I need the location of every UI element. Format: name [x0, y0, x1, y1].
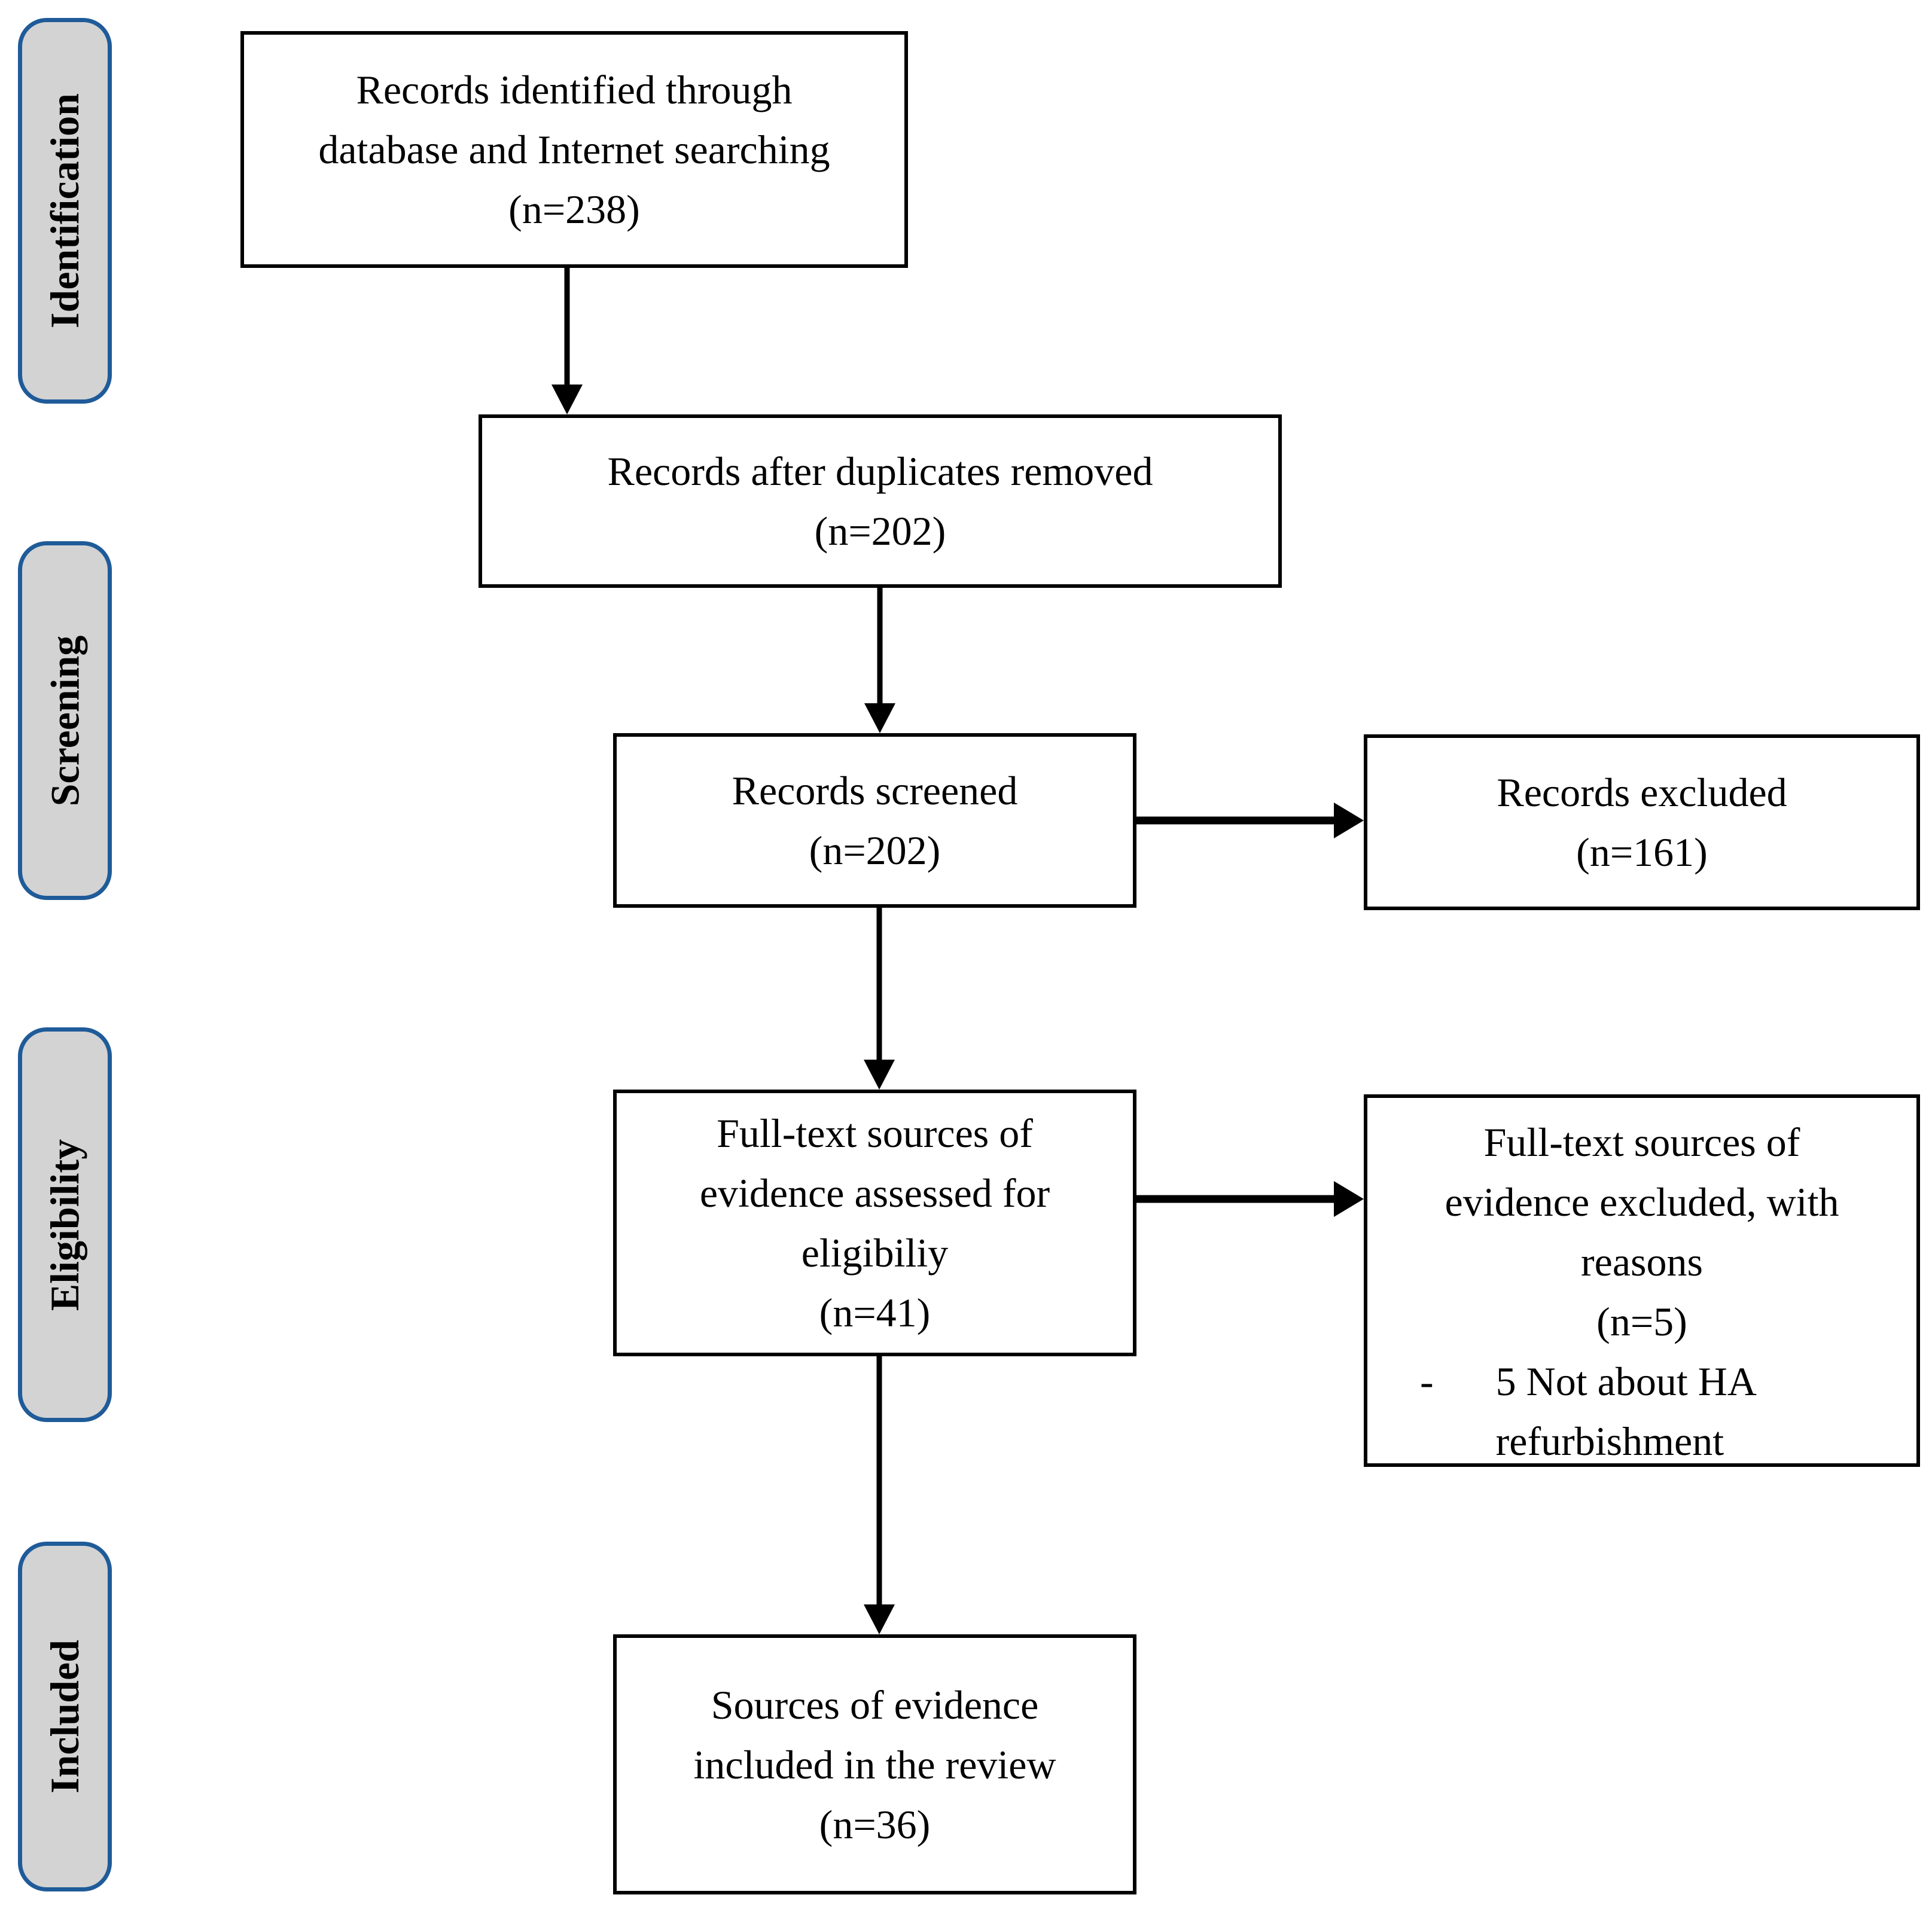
box-fulltext-assessed-line: eligibiliy — [801, 1230, 949, 1276]
box-fulltext-assessed-line: evidence assessed for — [699, 1170, 1050, 1216]
exclusion-reason-item: - 5 Not about HA refurbishment — [1367, 1351, 1916, 1471]
box-records-identified-line: database and Internet searching — [318, 127, 830, 172]
box-records-screened: Records screened (n=202) — [613, 733, 1136, 908]
arrow-down-identified-to-deduplicated-icon — [551, 268, 583, 414]
arrow-right-screened-to-excluded-icon — [1136, 803, 1364, 838]
box-sources-included-line: included in the review — [693, 1741, 1056, 1787]
box-records-excluded-count: (n=161) — [1576, 829, 1708, 875]
stage-screening-label: Screening — [42, 635, 88, 806]
arrow-down-assessed-to-included-icon — [864, 1356, 895, 1634]
box-records-identified-line: Records identified through — [356, 67, 793, 112]
stage-identification: Identification — [18, 18, 112, 404]
box-fulltext-excluded-count: (n=5) — [1596, 1299, 1687, 1344]
box-fulltext-excluded: Full-text sources of evidence excluded, … — [1364, 1094, 1920, 1467]
stage-eligibility-label: Eligibility — [42, 1139, 87, 1311]
arrow-down-screened-to-assessed-icon — [864, 908, 895, 1090]
box-fulltext-excluded-line: reasons — [1581, 1239, 1703, 1285]
exclusion-reason-bullet: - — [1420, 1359, 1434, 1404]
box-sources-included-line: Sources of evidence — [711, 1682, 1039, 1728]
box-duplicates-removed: Records after duplicates removed (n=202) — [479, 414, 1282, 588]
box-fulltext-assessed-line: Full-text sources of — [717, 1110, 1033, 1156]
box-fulltext-assessed-count: (n=41) — [819, 1290, 931, 1335]
box-records-excluded-line: Records excluded — [1497, 770, 1787, 815]
box-records-excluded: Records excluded (n=161) — [1364, 734, 1920, 910]
box-records-screened-line: Records screened — [732, 768, 1018, 813]
box-sources-included: Sources of evidence included in the revi… — [613, 1634, 1136, 1894]
arrow-down-deduplicated-to-screened-icon — [864, 588, 895, 733]
box-records-identified-count: (n=238) — [508, 187, 640, 232]
box-fulltext-excluded-line: Full-text sources of — [1483, 1119, 1800, 1165]
stage-included: Included — [18, 1542, 112, 1891]
box-sources-included-count: (n=36) — [819, 1801, 931, 1847]
box-records-screened-count: (n=202) — [809, 828, 941, 873]
box-duplicates-removed-line: Records after duplicates removed — [607, 448, 1153, 494]
stage-identification-label: Identification — [42, 93, 87, 328]
box-fulltext-excluded-line: evidence excluded, with — [1445, 1179, 1839, 1225]
box-fulltext-assessed: Full-text sources of evidence assessed f… — [613, 1090, 1136, 1356]
stage-eligibility: Eligibility — [18, 1027, 112, 1422]
arrow-right-assessed-to-fulltext-excluded-icon — [1136, 1181, 1364, 1217]
box-records-identified: Records identified through database and … — [240, 31, 908, 268]
exclusion-reason-text: 5 Not about HA refurbishment — [1495, 1359, 1755, 1464]
stage-screening: Screening — [18, 541, 112, 900]
stage-included-label: Included — [42, 1640, 87, 1793]
box-duplicates-removed-count: (n=202) — [814, 508, 946, 554]
